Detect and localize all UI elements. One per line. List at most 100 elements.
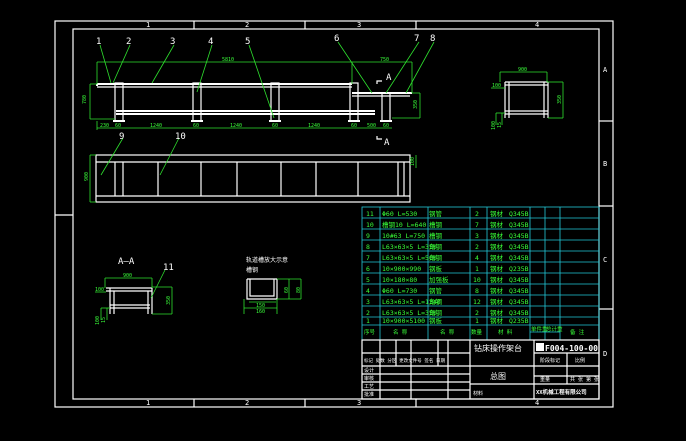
svg-text:数量: 数量 (471, 328, 483, 336)
svg-text:5810: 5810 (222, 57, 234, 63)
svg-text:Q235B: Q235B (509, 317, 529, 325)
svg-text:1: 1 (96, 37, 101, 47)
svg-text:7: 7 (414, 34, 419, 44)
svg-text:10×900×5100: 10×900×5100 (382, 317, 425, 325)
svg-text:阶段标记: 阶段标记 (540, 357, 560, 364)
svg-text:10: 10 (366, 221, 374, 229)
svg-text:Q345B: Q345B (509, 309, 529, 317)
svg-text:工艺: 工艺 (364, 384, 374, 390)
svg-text:100: 100 (491, 121, 497, 130)
svg-text:钢材: 钢材 (490, 297, 504, 306)
svg-text:780: 780 (82, 95, 88, 104)
svg-text:60: 60 (351, 123, 357, 129)
svg-text:1: 1 (475, 317, 479, 325)
svg-text:750: 750 (380, 57, 389, 63)
svg-text:2: 2 (366, 309, 370, 317)
svg-text:单件重: 单件重 (531, 325, 548, 333)
svg-text:A: A (386, 73, 392, 83)
svg-text:材料: 材料 (473, 390, 483, 397)
svg-text:11: 11 (366, 210, 374, 218)
svg-text:材 料: 材 料 (498, 328, 513, 336)
svg-text:角钢: 角钢 (429, 242, 443, 251)
title-block: 钻床操作架台 F004-100-00 总图 标记 处数 分区 更改文件号 签名 … (361, 339, 600, 400)
svg-text:1: 1 (146, 21, 150, 29)
svg-text:名 称: 名 称 (393, 328, 408, 336)
svg-text:100: 100 (95, 287, 104, 293)
svg-text:总计重: 总计重 (546, 325, 563, 333)
svg-text:6: 6 (366, 265, 370, 273)
detail-view: 轨道槽放大示意 槽钢 150 160 60 80 (243, 256, 302, 315)
svg-text:3: 3 (357, 399, 361, 407)
svg-text:钢材: 钢材 (490, 264, 504, 273)
svg-text:350: 350 (413, 100, 419, 109)
svg-text:10: 10 (175, 132, 186, 142)
svg-text:钢材: 钢材 (490, 275, 504, 284)
svg-text:2: 2 (245, 21, 249, 29)
svg-text:比例: 比例 (575, 357, 585, 364)
svg-text:轨道槽放大示意: 轨道槽放大示意 (246, 256, 288, 264)
svg-text:15: 15 (497, 122, 503, 128)
svg-text:设计: 设计 (364, 367, 374, 374)
svg-text:1240: 1240 (230, 123, 242, 129)
svg-text:4: 4 (475, 254, 479, 262)
svg-text:60: 60 (193, 123, 199, 129)
svg-text:槽钢10 L=640: 槽钢10 L=640 (382, 220, 426, 229)
svg-text:共 张 第 张: 共 张 第 张 (570, 376, 599, 383)
svg-text:10#63 L=750: 10#63 L=750 (382, 232, 425, 240)
svg-text:2: 2 (245, 399, 249, 407)
svg-text:8: 8 (366, 243, 370, 251)
svg-text:钢材: 钢材 (490, 253, 504, 262)
svg-text:60: 60 (284, 287, 290, 293)
svg-text:钢材: 钢材 (490, 286, 504, 295)
svg-text:钢管: 钢管 (429, 286, 443, 295)
svg-text:2: 2 (475, 309, 479, 317)
svg-text:4: 4 (208, 37, 213, 47)
plan-view: 900 100 9 10 (84, 132, 417, 203)
svg-text:槽钢: 槽钢 (246, 266, 258, 274)
svg-text:900: 900 (84, 172, 90, 181)
svg-text:1240: 1240 (150, 123, 162, 129)
svg-text:重量: 重量 (540, 376, 550, 383)
svg-text:L63×63×5 L=350: L63×63×5 L=350 (382, 309, 437, 317)
svg-text:加强板: 加强板 (429, 275, 449, 284)
svg-text:钢板: 钢板 (429, 264, 443, 273)
svg-text:12: 12 (473, 298, 481, 306)
section-view: A—A 900 100 350 100 15 (95, 257, 174, 325)
svg-text:L63×63×5 L=350: L63×63×5 L=350 (382, 243, 437, 251)
svg-text:名 称: 名 称 (440, 328, 455, 336)
svg-text:10×900×990: 10×900×990 (382, 265, 421, 273)
svg-text:钢材: 钢材 (490, 220, 504, 229)
zone-dividers (55, 21, 613, 407)
svg-text:10×180×80: 10×180×80 (382, 276, 417, 284)
front-view: 5810 750 780 350 230 60 1240 60 1240 60 … (82, 34, 435, 148)
svg-text:C: C (603, 256, 607, 264)
svg-text:Q345B: Q345B (509, 221, 529, 229)
svg-text:钢材: 钢材 (490, 231, 504, 240)
svg-text:60: 60 (383, 123, 389, 129)
svg-text:Q345B: Q345B (509, 276, 529, 284)
svg-text:Q345B: Q345B (509, 287, 529, 295)
svg-text:3: 3 (357, 21, 361, 29)
svg-text:3: 3 (475, 232, 479, 240)
svg-text:槽钢: 槽钢 (429, 220, 443, 229)
svg-text:4: 4 (535, 21, 539, 29)
svg-text:角钢: 角钢 (429, 308, 443, 317)
svg-text:钢材: 钢材 (490, 242, 504, 251)
svg-text:审核: 审核 (364, 375, 374, 382)
svg-text:100: 100 (95, 316, 101, 325)
svg-text:500: 500 (367, 123, 376, 129)
svg-text:60: 60 (115, 123, 121, 129)
svg-text:350: 350 (557, 95, 563, 104)
svg-text:1: 1 (146, 399, 150, 407)
svg-text:15: 15 (101, 317, 107, 323)
svg-text:钢材: 钢材 (490, 209, 504, 218)
svg-text:槽钢: 槽钢 (429, 231, 443, 240)
svg-text:A—A: A—A (118, 257, 135, 267)
svg-text:5: 5 (245, 37, 250, 47)
svg-text:钢板: 钢板 (429, 316, 443, 325)
svg-text:Q345B: Q345B (509, 243, 529, 251)
svg-text:60: 60 (272, 123, 278, 129)
svg-text:钢材: 钢材 (490, 316, 504, 325)
svg-text:3: 3 (366, 298, 370, 306)
svg-text:7: 7 (475, 221, 479, 229)
